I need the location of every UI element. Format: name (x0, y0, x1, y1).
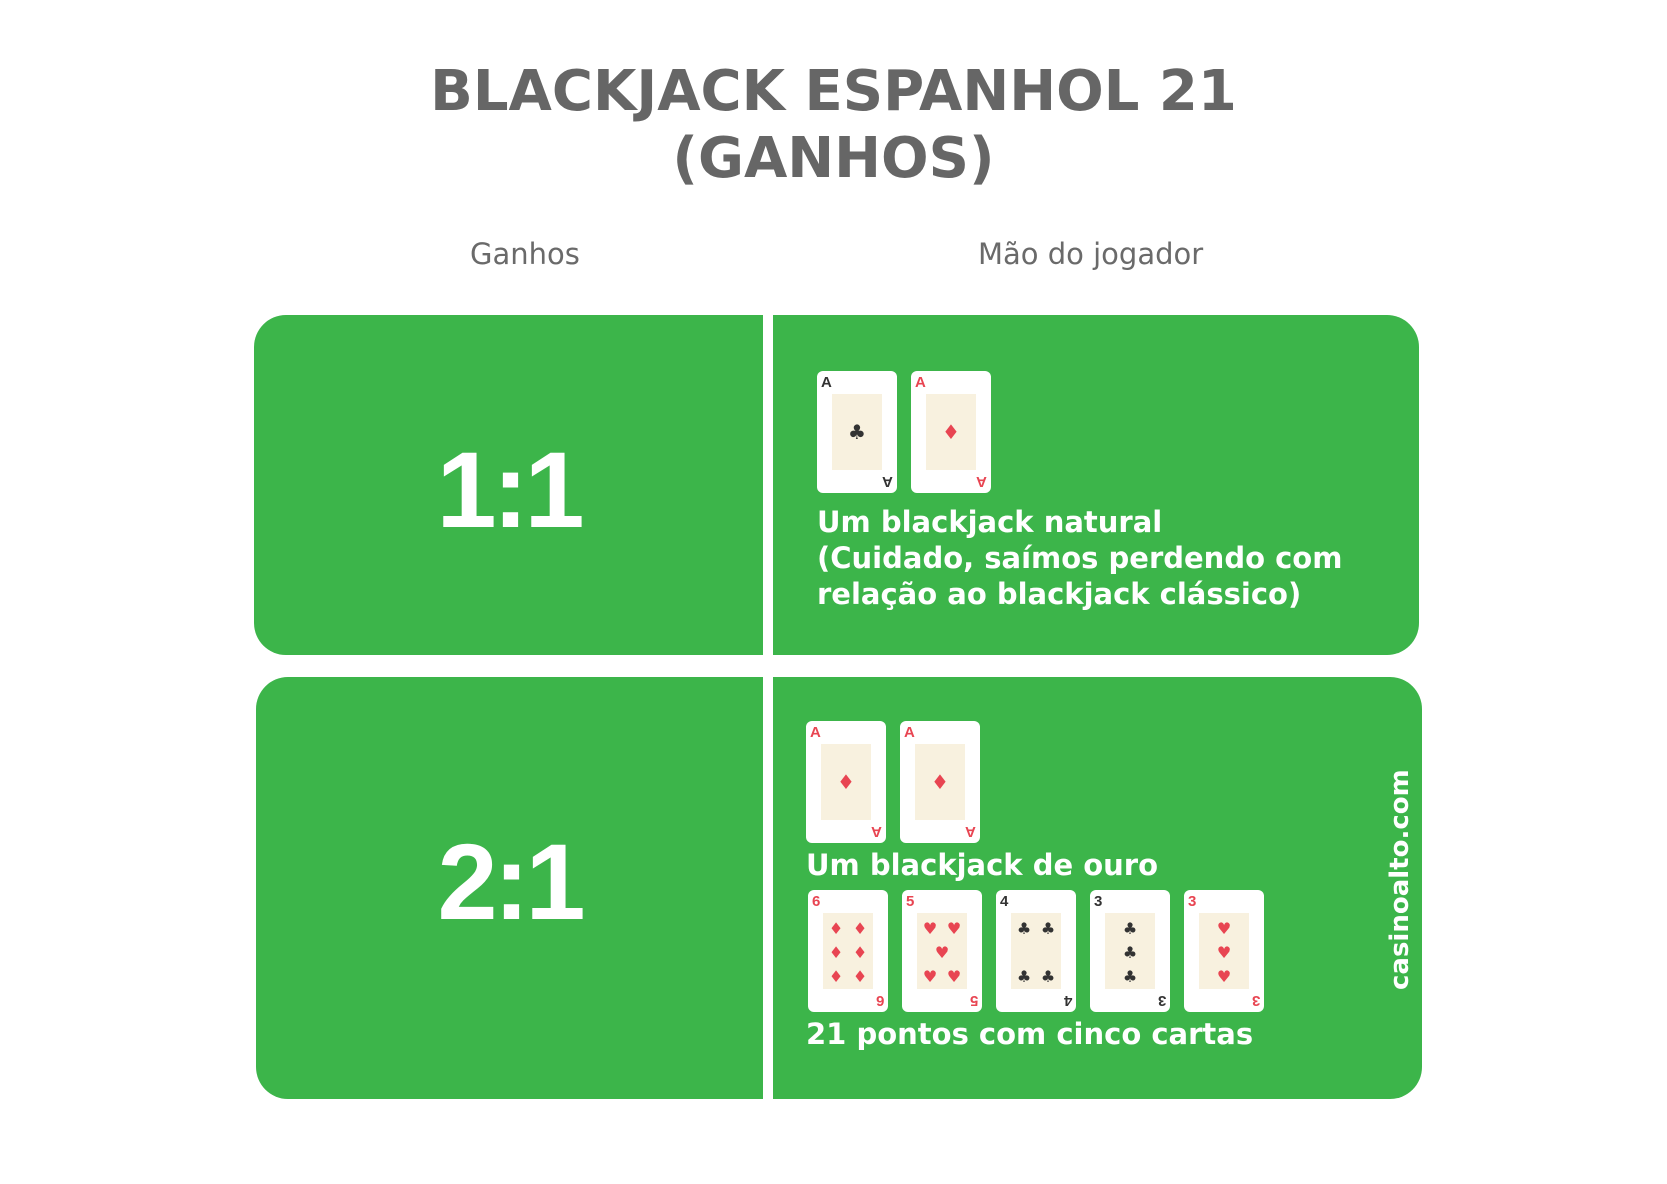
diamond-icon: ♦ (852, 967, 868, 986)
hand-cell-row-2: A A ♦ A A ♦ Um blackjack de ouro 6 6 ♦ ♦ ♦ ♦ ♦ ♦ 5 5 ♥ ♥… (773, 677, 1422, 1099)
payout-ratio: 1:1 (436, 429, 584, 550)
hand-cell-row-1: A A ♣ A A ♦ Um blackjack natural (Cuidado, sa… (773, 315, 1419, 655)
card-rank: 3 (1157, 992, 1166, 1009)
heart-icon: ♥ (922, 919, 938, 938)
card-rank: 3 (1094, 893, 1103, 910)
hand-description: Um blackjack natural (Cuidado, saímos pe… (817, 504, 1342, 612)
heart-icon: ♥ (934, 943, 950, 962)
card-face (823, 913, 873, 989)
playing-card: 3 3 ♥ ♥ ♥ (1184, 890, 1264, 1012)
club-icon: ♣ (1016, 967, 1032, 986)
card-rank: 6 (812, 893, 821, 910)
diamond-icon: ♦ (837, 770, 855, 794)
card-rank: A (821, 374, 832, 391)
club-icon: ♣ (1122, 967, 1138, 986)
card-face (917, 913, 967, 989)
card-rank: 4 (1063, 992, 1072, 1009)
playing-card: 5 5 ♥ ♥ ♥ ♥ ♥ (902, 890, 982, 1012)
card-rank: 3 (1188, 893, 1197, 910)
hand-description-line: 21 pontos com cinco cartas (806, 1017, 1254, 1051)
heart-icon: ♥ (1216, 943, 1232, 962)
playing-card: A A ♦ (806, 721, 886, 843)
club-icon: ♣ (1040, 967, 1056, 986)
card-face (1011, 913, 1061, 989)
card-rank: A (882, 473, 893, 490)
card-rank: A (871, 823, 882, 840)
page-title: BLACKJACK ESPANHOL 21 (GANHOS) (0, 58, 1667, 192)
club-icon: ♣ (1122, 943, 1138, 962)
card-face (1105, 913, 1155, 989)
card-face (821, 744, 871, 820)
card-rank: 4 (1000, 893, 1009, 910)
column-header-payout: Ganhos (470, 237, 580, 271)
card-face (926, 394, 976, 470)
card-rank: A (915, 374, 926, 391)
diamond-icon: ♦ (852, 919, 868, 938)
heart-icon: ♥ (922, 967, 938, 986)
diamond-icon: ♦ (942, 420, 960, 444)
playing-card: A A ♦ (911, 371, 991, 493)
hand-description-line: Um blackjack de ouro (806, 848, 1159, 882)
title-line-2: (GANHOS) (672, 126, 995, 191)
playing-card: A A ♣ (817, 371, 897, 493)
card-rank: 6 (875, 992, 884, 1009)
heart-icon: ♥ (946, 967, 962, 986)
card-rank: A (965, 823, 976, 840)
card-rank: A (810, 724, 821, 741)
diamond-icon: ♦ (852, 943, 868, 962)
title-line-1: BLACKJACK ESPANHOL 21 (430, 59, 1237, 124)
hand-description-line: relação ao blackjack clássico) (817, 577, 1302, 611)
hand-description-line: (Cuidado, saímos perdendo com (817, 541, 1343, 575)
card-group: 6 6 ♦ ♦ ♦ ♦ ♦ ♦ 5 5 ♥ ♥ ♥ ♥ ♥ 4 4 ♣ ♣ ♣ ♣ 3 3 ♣ ♣ ♣ 3 3 ♥ ♥ ♥ (808, 890, 1278, 1012)
payout-cell-row-1: 1:1 (254, 315, 763, 655)
hand-description-line: Um blackjack natural (817, 505, 1163, 539)
hand-description: 21 pontos com cinco cartas (806, 1016, 1253, 1052)
club-icon: ♣ (1122, 919, 1138, 938)
card-rank: A (904, 724, 915, 741)
diamond-icon: ♦ (931, 770, 949, 794)
payout-cell-row-2: 2:1 (256, 677, 763, 1099)
payout-ratio: 2:1 (437, 821, 585, 942)
playing-card: A A ♦ (900, 721, 980, 843)
heart-icon: ♥ (1216, 967, 1232, 986)
heart-icon: ♥ (946, 919, 962, 938)
watermark: casinoalto.com (1385, 769, 1415, 990)
playing-card: 4 4 ♣ ♣ ♣ ♣ (996, 890, 1076, 1012)
diamond-icon: ♦ (828, 943, 844, 962)
card-group: A A ♣ A A ♦ (817, 371, 1005, 493)
playing-card: 3 3 ♣ ♣ ♣ (1090, 890, 1170, 1012)
card-face (915, 744, 965, 820)
club-icon: ♣ (848, 420, 866, 444)
club-icon: ♣ (1016, 919, 1032, 938)
card-rank: 3 (1251, 992, 1260, 1009)
card-rank: 5 (969, 992, 978, 1009)
diamond-icon: ♦ (828, 967, 844, 986)
club-icon: ♣ (1040, 919, 1056, 938)
heart-icon: ♥ (1216, 919, 1232, 938)
diamond-icon: ♦ (828, 919, 844, 938)
column-header-hand: Mão do jogador (978, 237, 1204, 271)
card-group: A A ♦ A A ♦ (806, 721, 994, 843)
card-face (832, 394, 882, 470)
card-rank: 5 (906, 893, 915, 910)
hand-description: Um blackjack de ouro (806, 847, 1158, 883)
card-face (1199, 913, 1249, 989)
card-rank: A (976, 473, 987, 490)
playing-card: 6 6 ♦ ♦ ♦ ♦ ♦ ♦ (808, 890, 888, 1012)
